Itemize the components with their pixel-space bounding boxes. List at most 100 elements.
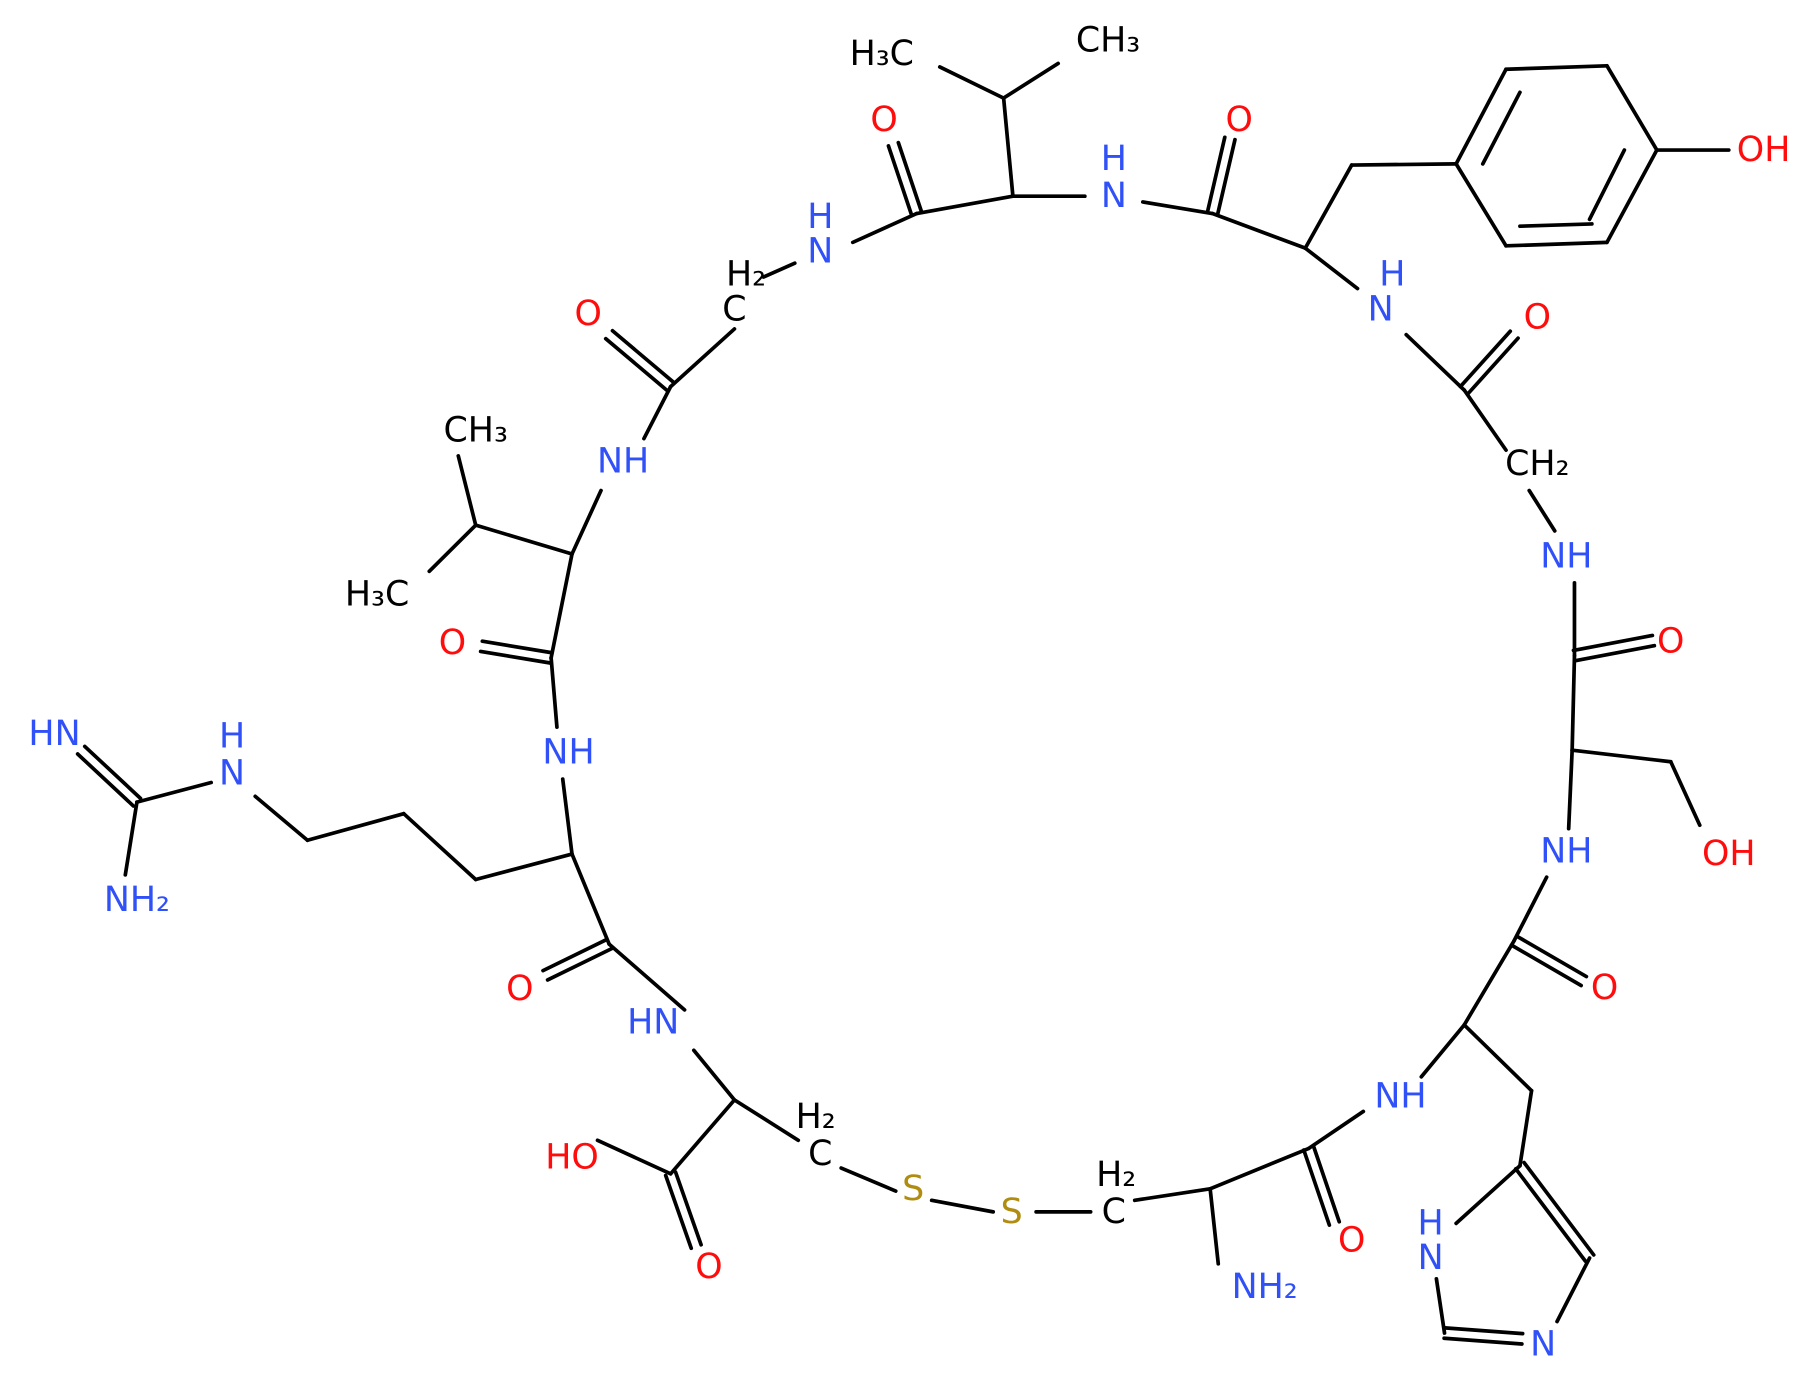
double-bond xyxy=(1301,1148,1332,1227)
bond xyxy=(668,1098,737,1176)
bond xyxy=(570,488,603,556)
bond xyxy=(1518,222,1594,229)
atom-label-carbon: CH₃ xyxy=(443,411,507,451)
atom-label-nitrogen: N xyxy=(219,753,245,793)
bond xyxy=(1566,748,1575,831)
atom-label-nitrogen: HN xyxy=(627,1003,679,1043)
atom-label-nitrogen: HN xyxy=(28,714,80,754)
double-bond xyxy=(603,336,670,393)
bond xyxy=(1605,63,1659,152)
atom-label-oxygen: O xyxy=(1338,1221,1365,1261)
bond xyxy=(1454,1163,1522,1226)
atom-label-oxygen: O xyxy=(439,623,466,663)
bond xyxy=(1462,1023,1534,1093)
double-bond xyxy=(1571,633,1655,653)
atom-label-nitrogen: NH xyxy=(1374,1077,1426,1117)
bond xyxy=(850,211,919,245)
bond xyxy=(1605,148,1659,245)
atom-label-oxygen: O xyxy=(506,969,533,1009)
atom-label-nitrogen: H xyxy=(1101,139,1127,179)
atom-label-nitrogen: NH xyxy=(1540,832,1592,872)
atom-label-nitrogen: N xyxy=(1418,1238,1444,1278)
atom-label-oxygen: O xyxy=(870,100,897,140)
atom-label-nitrogen: NH₂ xyxy=(104,880,170,920)
bond xyxy=(761,261,797,279)
double-bond xyxy=(541,937,609,973)
bond xyxy=(937,65,1006,100)
atom-label-sulfur: S xyxy=(1001,1192,1023,1232)
double-bond xyxy=(1573,643,1657,663)
bond xyxy=(1570,748,1673,764)
atom-label-oxygen: O xyxy=(575,294,602,334)
bond xyxy=(427,523,478,574)
bond xyxy=(1349,162,1458,167)
bond xyxy=(1462,388,1508,452)
bond xyxy=(1306,1109,1366,1151)
atom-label-nitrogen: N xyxy=(1530,1325,1556,1365)
bond xyxy=(1454,67,1508,166)
atom-label-oxygen: O xyxy=(1225,100,1252,140)
atom-label-carbon: CH₂ xyxy=(1505,444,1569,484)
atom-label-nitrogen: NH xyxy=(597,442,649,482)
bond xyxy=(123,800,139,877)
bond xyxy=(1555,1256,1592,1324)
double-bond xyxy=(673,1170,703,1247)
atom-label-carbon: H₃C xyxy=(345,574,409,614)
bond xyxy=(560,777,574,856)
double-bond xyxy=(1522,1160,1596,1257)
bond xyxy=(1668,759,1702,828)
double-bond xyxy=(75,752,136,808)
atom-label-nitrogen: N xyxy=(807,232,833,272)
atom-label-carbon: C xyxy=(722,289,746,329)
double-bond xyxy=(545,946,614,982)
double-bond xyxy=(1311,1144,1342,1224)
bond xyxy=(1140,200,1215,216)
bond xyxy=(1434,1276,1447,1335)
bond xyxy=(1587,148,1627,222)
double-bond xyxy=(1215,137,1237,217)
atom-label-oxygen: O xyxy=(1524,297,1551,337)
bond xyxy=(1132,1186,1213,1203)
atom-label-nitrogen: NH₂ xyxy=(1232,1267,1298,1307)
double-bond xyxy=(1514,934,1589,979)
bond xyxy=(1208,1146,1311,1191)
atom-label-nitrogen: NH xyxy=(542,733,594,773)
double-bond xyxy=(1513,1166,1588,1264)
double-bond xyxy=(82,744,143,801)
bond xyxy=(1527,488,1557,533)
bond xyxy=(473,852,574,882)
bond xyxy=(595,1138,673,1176)
bond xyxy=(401,811,478,882)
atom-label-sulfur: S xyxy=(902,1169,924,1209)
bond xyxy=(1570,653,1577,753)
bond xyxy=(839,1166,898,1193)
bond xyxy=(456,454,478,527)
bond xyxy=(305,811,406,843)
bond xyxy=(135,780,214,804)
atom-label-carbon: H₂ xyxy=(1096,1155,1136,1195)
bond xyxy=(1001,96,1015,199)
bond xyxy=(1303,163,1354,250)
double-bond xyxy=(663,1173,694,1251)
bond xyxy=(929,1198,996,1214)
bond xyxy=(914,194,1015,216)
bond xyxy=(691,1048,737,1102)
bond xyxy=(1210,211,1308,250)
atom-label-nitrogen: N xyxy=(1368,289,1394,329)
double-bond xyxy=(1458,329,1513,389)
bond xyxy=(1518,1088,1534,1168)
bond xyxy=(1512,875,1549,943)
atom-label-oxygen: OH xyxy=(1702,834,1756,874)
bond xyxy=(1208,1186,1221,1266)
atom-label-oxygen: OH xyxy=(1737,130,1791,170)
double-bond xyxy=(1443,1326,1525,1336)
bond xyxy=(642,384,673,441)
atom-label-oxygen: O xyxy=(695,1247,722,1287)
double-bond xyxy=(480,639,554,655)
bond xyxy=(473,523,574,556)
bond xyxy=(1404,332,1467,392)
atom-label-carbon: H₂ xyxy=(726,255,766,295)
atom-label-nitrogen: NH xyxy=(1540,536,1592,576)
atom-label-nitrogen: N xyxy=(1101,176,1127,216)
